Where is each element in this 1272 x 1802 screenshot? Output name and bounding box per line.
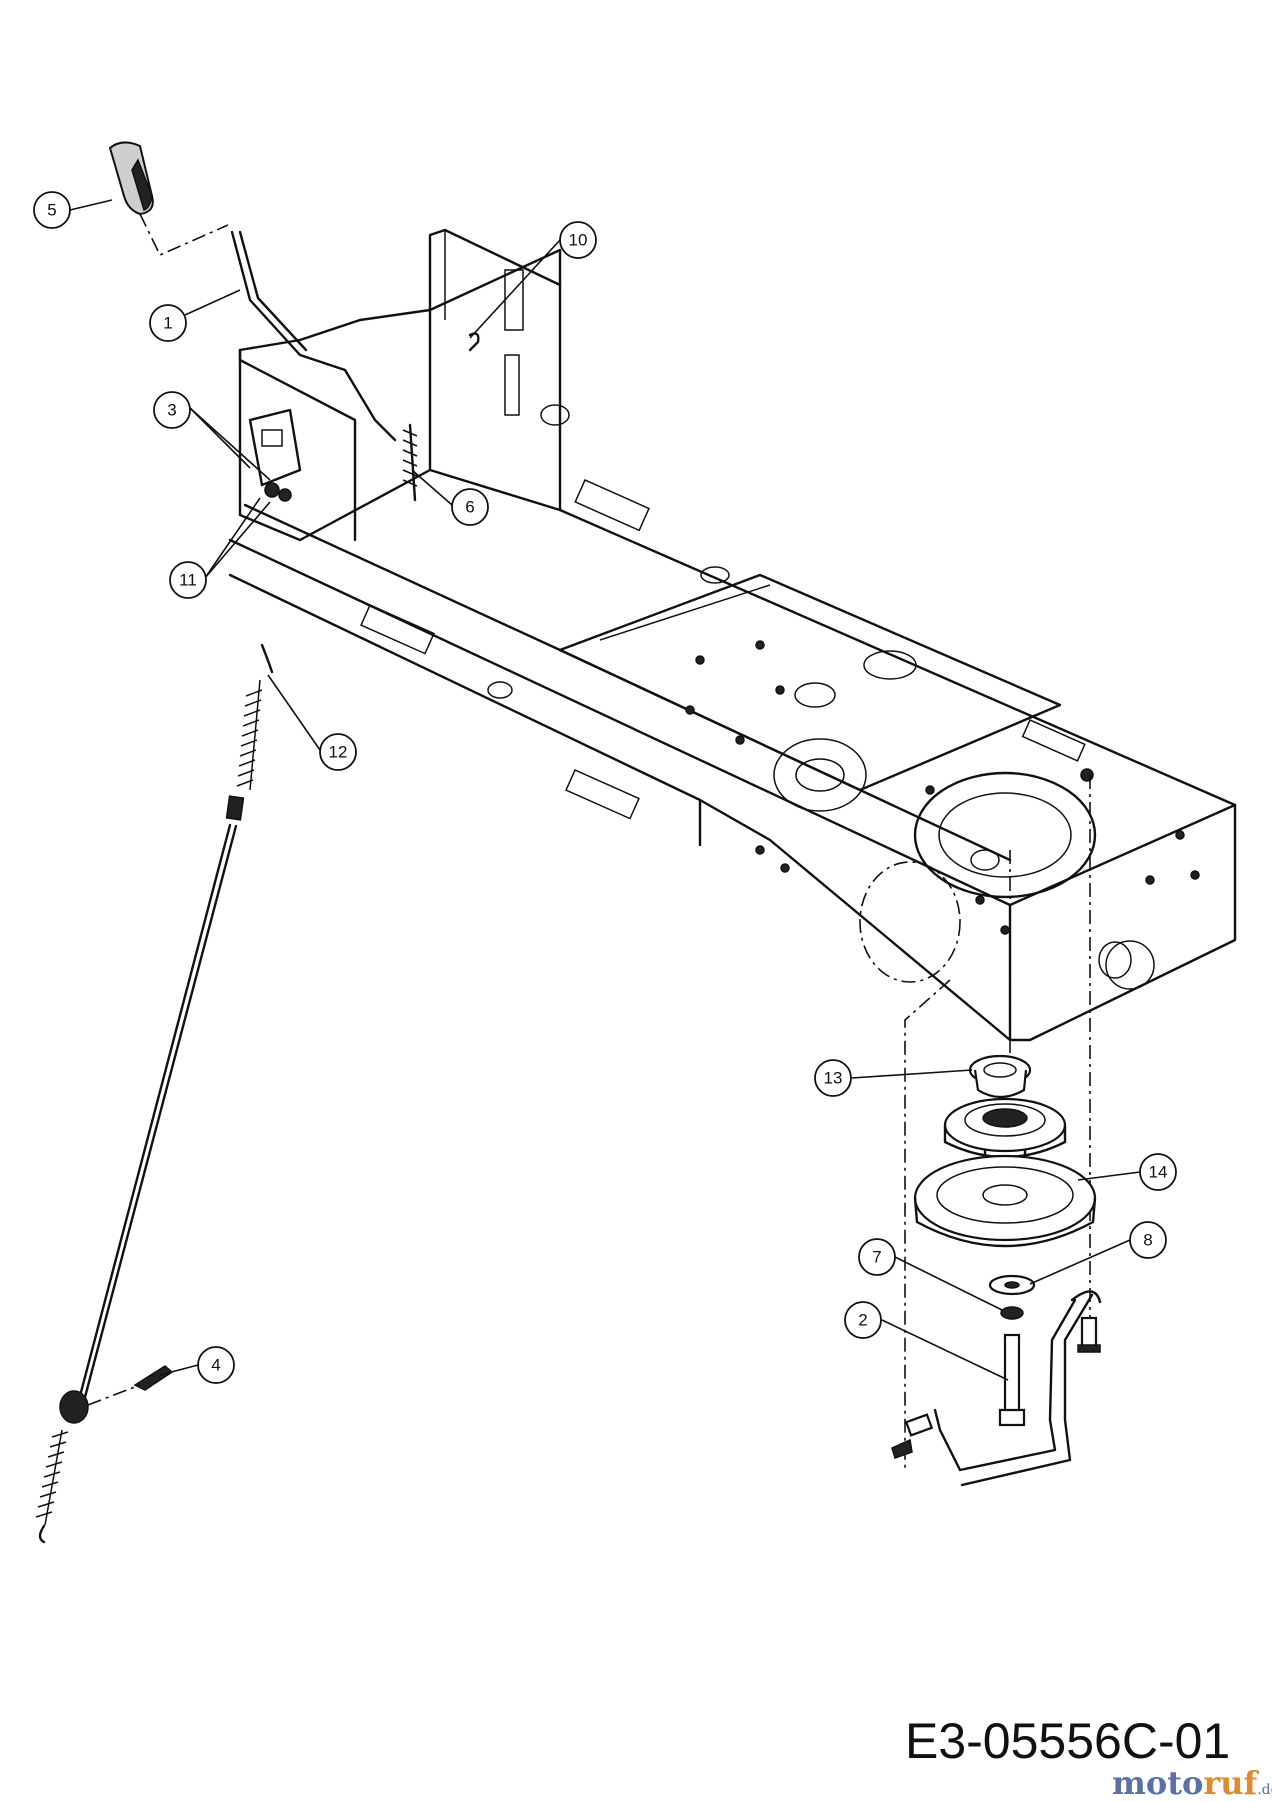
callout-5: 5 <box>33 191 71 229</box>
part-2-bolt <box>998 1333 1026 1427</box>
part-1-lift-lever <box>230 230 397 442</box>
svg-text:7: 7 <box>872 1248 881 1267</box>
part-6-spring <box>402 423 418 502</box>
callout-14: 14 <box>1139 1153 1177 1191</box>
watermark-part-3: .de <box>1257 1782 1272 1798</box>
callout-8: 8 <box>1129 1221 1167 1259</box>
part-3-11-bracket-hardware <box>248 408 302 502</box>
drawing-code: E3-05556C-01 <box>905 1713 1231 1769</box>
watermark-part-2: ruf <box>1203 1764 1258 1802</box>
part-4-cable-clip <box>133 1365 174 1391</box>
callout-4: 4 <box>197 1346 235 1384</box>
watermark-part-1: moto <box>1112 1764 1204 1802</box>
svg-text:13: 13 <box>824 1069 843 1088</box>
idler-arm-bracket <box>891 1290 1102 1487</box>
callout-6: 6 <box>451 488 489 526</box>
svg-text:11: 11 <box>179 571 197 590</box>
tractor-frame <box>228 228 1237 1042</box>
part-14-double-pulley <box>913 1097 1097 1248</box>
part-7-lock-washer <box>1000 1306 1024 1320</box>
part-13-bearing-collar <box>968 1054 1032 1099</box>
callout-2: 2 <box>844 1301 882 1339</box>
part-10-clip <box>468 332 480 352</box>
svg-text:3: 3 <box>167 401 176 420</box>
part-5-handle-grip <box>108 141 154 216</box>
callout-7: 7 <box>858 1238 896 1276</box>
svg-text:2: 2 <box>858 1311 867 1330</box>
svg-text:12: 12 <box>329 743 348 762</box>
callout-3: 3 <box>153 391 191 429</box>
callout-11: 11 <box>169 561 207 599</box>
callout-10: 10 <box>559 221 597 259</box>
svg-text:1: 1 <box>163 314 172 333</box>
callout-12: 12 <box>319 733 357 771</box>
svg-text:4: 4 <box>211 1356 220 1375</box>
part-12-spring-cable <box>35 643 274 1544</box>
callout-1: 1 <box>149 304 187 342</box>
leader-lines <box>69 199 1141 1381</box>
part-8-washer <box>988 1274 1036 1296</box>
svg-text:8: 8 <box>1143 1231 1152 1250</box>
svg-text:14: 14 <box>1149 1163 1168 1182</box>
svg-text:5: 5 <box>47 201 56 220</box>
callout-13: 13 <box>814 1059 852 1097</box>
svg-text:10: 10 <box>569 231 588 250</box>
svg-text:6: 6 <box>465 498 474 517</box>
watermark-logo: motoruf.de <box>1112 1764 1272 1802</box>
